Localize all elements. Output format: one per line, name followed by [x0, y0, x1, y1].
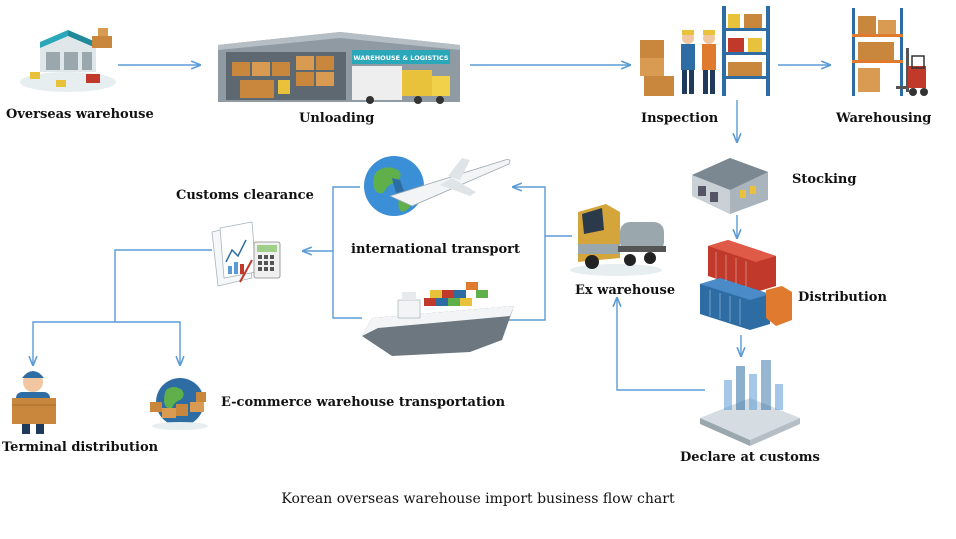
label-declare-at-customs: Declare at customs: [680, 450, 820, 465]
label-inspection: Inspection: [641, 111, 719, 126]
city-hologram-icon: [700, 360, 800, 446]
globe-packages-icon: [150, 378, 208, 430]
airplane-globe-icon: [364, 156, 511, 216]
dock-sign-text: WAREHOUSE & LOGISTICS: [353, 54, 449, 62]
courier-box-icon: [12, 371, 56, 434]
label-warehousing: Warehousing: [836, 111, 932, 126]
arrow-to-terminal: [33, 321, 115, 365]
warehouse-building-icon: [20, 28, 116, 92]
shipping-containers-icon: [700, 240, 792, 330]
label-unloading: Unloading: [299, 111, 375, 126]
workers-shelves-icon: [640, 6, 770, 96]
arrow-to-ecommerce: [115, 321, 180, 365]
diagram-caption: Korean overseas warehouse import busines…: [281, 491, 675, 507]
label-stocking: Stocking: [792, 172, 857, 187]
arrow-ex-to-air: [513, 187, 572, 237]
arrow-customs-branch: [114, 249, 212, 322]
label-ecommerce-transport: E-commerce warehouse transportation: [221, 395, 506, 410]
label-customs-clearance: Customs clearance: [176, 188, 314, 203]
label-ex-warehouse: Ex warehouse: [575, 283, 676, 298]
arrow-declare-to-ex-warehouse: [617, 298, 705, 391]
arrow-sea-to-customs: [332, 251, 362, 319]
connectors: [33, 65, 830, 391]
label-distribution: Distribution: [798, 290, 887, 305]
loading-dock-icon: WAREHOUSE & LOGISTICS: [218, 32, 460, 104]
forklift-rack-icon: [852, 8, 928, 96]
documents-calculator-icon: [211, 221, 281, 287]
truck-icon: [570, 204, 666, 276]
storage-building-icon: [692, 158, 768, 214]
label-overseas-warehouse: Overseas warehouse: [6, 107, 154, 122]
label-international-transport: international transport: [351, 242, 521, 257]
arrow-ex-to-sea: [505, 236, 546, 321]
label-terminal-distribution: Terminal distribution: [2, 440, 159, 455]
arrow-air-to-customs: [303, 186, 360, 251]
cargo-ship-icon: [362, 282, 514, 356]
